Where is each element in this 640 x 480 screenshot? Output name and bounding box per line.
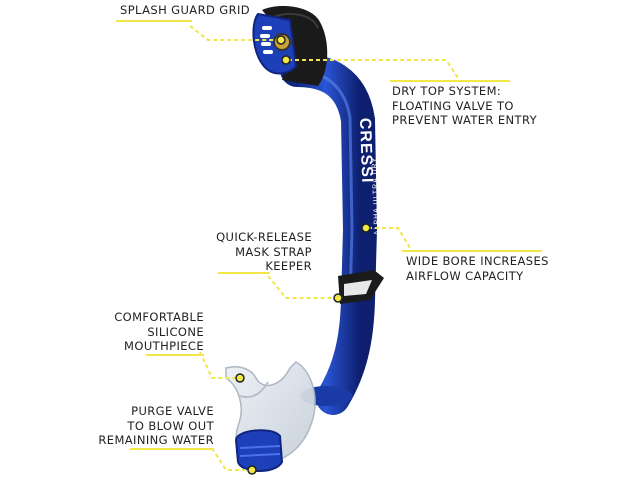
mask-strap-keeper — [338, 270, 384, 304]
callout-mouthpiece: COMFORTABLE SILICONE MOUTHPIECE — [100, 310, 204, 354]
leader-dry-top — [288, 59, 459, 79]
callout-purge-valve: PURGE VALVE TO BLOW OUT REMAINING WATER — [96, 404, 214, 448]
marker-mouthpiece — [235, 373, 245, 383]
leader-purge-valve — [211, 447, 250, 471]
callout-line: MOUTHPIECE — [124, 339, 204, 353]
callout-line: REMAINING WATER — [98, 433, 214, 447]
callout-line: QUICK-RELEASE — [216, 230, 312, 244]
underline-mouthpiece — [146, 354, 204, 356]
callout-line: SILICONE — [147, 324, 204, 339]
callout-wide-bore: WIDE BORE INCREASES AIRFLOW CAPACITY — [406, 254, 549, 283]
leader-mask-strap — [267, 275, 336, 299]
callout-line: PREVENT WATER ENTRY — [392, 113, 538, 127]
purge-valve-base — [234, 429, 284, 472]
callout-mask-strap: QUICK-RELEASE MASK STRAP KEEPER — [212, 230, 312, 274]
leader-splash-guard — [189, 25, 278, 41]
snorkel-tube — [280, 53, 378, 415]
marker-wide-bore — [361, 223, 371, 233]
callout-line: WIDE BORE INCREASES — [406, 254, 549, 268]
underline-purge-valve — [130, 448, 214, 450]
callout-line: MASK STRAP — [235, 244, 312, 259]
underline-dry-top — [390, 80, 510, 82]
callout-line: AIRFLOW CAPACITY — [406, 268, 524, 283]
marker-mask-strap — [333, 293, 343, 303]
callout-line: SPLASH GUARD GRID — [120, 3, 251, 17]
callout-dry-top: DRY TOP SYSTEM: FLOATING VALVE TO PREVEN… — [392, 84, 537, 128]
brand-logo: CRESSI — [356, 118, 375, 184]
leader-mouthpiece — [199, 351, 238, 379]
callout-line: TO BLOW OUT — [127, 418, 214, 433]
underline-mask-strap — [218, 272, 270, 274]
callout-line: DRY TOP SYSTEM: — [392, 84, 502, 98]
underline-splash-guard — [116, 20, 192, 22]
callout-splash-guard: SPLASH GUARD GRID — [120, 3, 250, 18]
callout-line: KEEPER — [265, 259, 312, 273]
brand-model: ALPHA ULTRA DRY — [371, 157, 381, 235]
leader-wide-bore — [368, 227, 411, 249]
callout-line: COMFORTABLE — [114, 310, 204, 324]
underline-wide-bore — [402, 250, 542, 252]
marker-purge-valve — [247, 465, 257, 475]
callout-line: PURGE VALVE — [131, 404, 214, 418]
callout-line: FLOATING VALVE TO — [392, 98, 514, 113]
marker-splash-guard — [276, 35, 286, 45]
marker-dry-top — [281, 55, 291, 65]
